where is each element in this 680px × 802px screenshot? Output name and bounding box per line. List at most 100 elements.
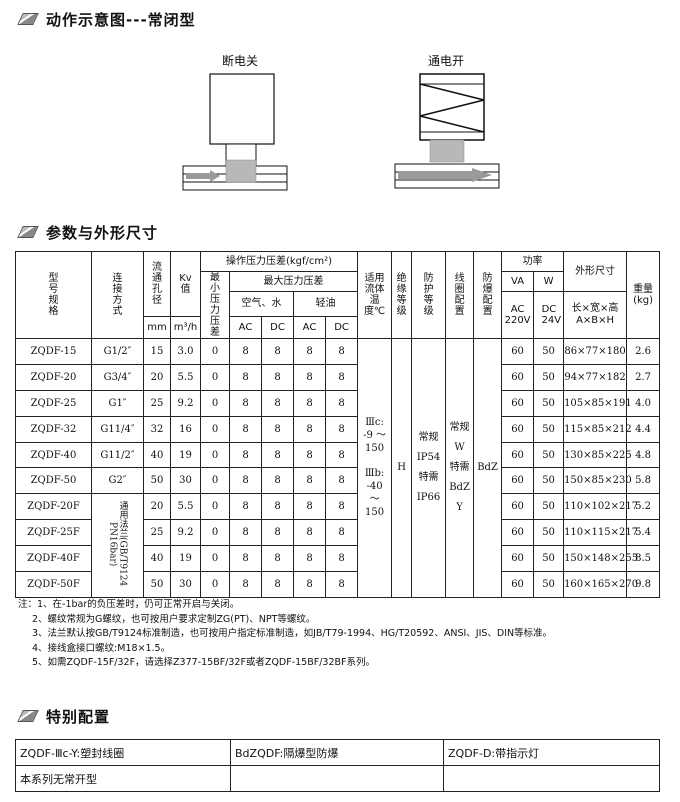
cell-bore: 40	[143, 545, 171, 573]
header-connection: 连接方式	[91, 251, 144, 339]
cell-dim: 150×148×255	[563, 545, 638, 573]
cell-bore: 25	[143, 519, 171, 547]
cell-kv: 16	[170, 415, 201, 443]
cell-kv: 5.5	[170, 363, 201, 391]
cell-model: ZQDF-50	[15, 467, 92, 495]
cell-w: 50	[533, 389, 565, 417]
label-power-on: 通电开	[427, 54, 464, 68]
cell-aw-ac: 8	[229, 571, 262, 598]
section-heading-params: 参数与外形尺寸	[17, 222, 158, 242]
protection-text: 常规 IP54 特需 IP66	[416, 431, 441, 503]
cell-wt: 4.0	[626, 389, 661, 417]
header-dim-sub: 长×宽×高 A×B×H	[563, 291, 628, 339]
cell-w: 50	[533, 493, 565, 521]
cell-flange-connection: 通用法兰(GB/T9124 PN16bar)	[91, 493, 144, 598]
cell-min: 0	[200, 493, 230, 521]
heading-mark-icon	[17, 710, 39, 722]
cell-aw-ac: 8	[229, 415, 262, 443]
header-ac220: AC 220V	[501, 291, 535, 339]
cell-aw-ac: 8	[229, 441, 262, 469]
cell-aw-ac: 8	[229, 363, 262, 391]
note-line: 2、螺纹常规为G螺纹，也可按用户要求定制ZG(PT)、NPT等螺纹。	[32, 613, 316, 625]
cell-kv: 3.0	[170, 338, 201, 365]
cell-va: 60	[501, 338, 535, 365]
cell-oil-dc: 8	[324, 441, 359, 469]
header-kv-unit: m³/h	[170, 316, 201, 339]
cell-oil-dc: 8	[324, 493, 359, 521]
cell-wt: 5.4	[626, 519, 661, 547]
config-cell: 本系列无常开型	[15, 765, 231, 792]
section-heading-diagram: 动作示意图---常闭型	[17, 9, 196, 29]
config-cell: ZQDF-D:带指示灯	[443, 739, 660, 766]
cell-wt: 2.6	[626, 338, 661, 365]
header-op-pressure: 操作压力压差(kgf/cm²)	[199, 251, 359, 272]
cell-bore: 25	[143, 389, 171, 417]
heading-mark-icon	[17, 226, 39, 238]
cell-bore: 15	[143, 338, 171, 365]
cell-oil-ac: 8	[293, 545, 326, 573]
cell-dim: 130×85×225	[563, 441, 632, 469]
cell-min: 0	[200, 363, 230, 391]
cell-min: 0	[200, 545, 230, 573]
cell-va: 60	[501, 441, 535, 469]
cell-bore: 20	[143, 363, 171, 391]
flange-connection-text: 通用法兰(GB/T9124 PN16bar)	[107, 501, 128, 587]
cell-wt: 4.8	[626, 441, 661, 469]
header-protection: 防护等级	[411, 251, 447, 339]
cell-oil-ac: 8	[293, 441, 326, 469]
header-dc24: DC 24V	[533, 291, 565, 339]
cell-model: ZQDF-25	[15, 389, 92, 417]
cell-aw-dc: 8	[261, 467, 294, 495]
cell-aw-dc: 8	[261, 389, 294, 417]
cell-oil-ac: 8	[293, 571, 326, 598]
header-oil-dc: DC	[324, 316, 359, 339]
cell-aw-dc: 8	[261, 493, 294, 521]
cell-bore: 20	[143, 493, 171, 521]
cell-oil-dc: 8	[324, 389, 359, 417]
cell-kv: 19	[170, 441, 201, 469]
temp-range-3c: Ⅲc: -9 ～ 150	[363, 417, 387, 455]
cell-w: 50	[533, 545, 565, 573]
cell-oil-dc: 8	[324, 415, 359, 443]
header-bore-unit: mm	[143, 316, 171, 339]
cell-oil-dc: 8	[324, 338, 359, 365]
cell-bore: 50	[143, 571, 171, 598]
header-min-pressure: 最小压力压差	[200, 271, 230, 339]
cell-oil-ac: 8	[293, 467, 326, 495]
cell-explosion: BdZ	[473, 338, 503, 598]
cell-aw-ac: 8	[229, 389, 262, 417]
header-coil: 线圈配置	[445, 251, 475, 339]
note-line: 注：1、在-1bar的负压差时，仍可正常开启与关闭。	[18, 599, 240, 610]
cell-oil-dc: 8	[324, 519, 359, 547]
cell-aw-dc: 8	[261, 363, 294, 391]
cell-dim: 115×85×212	[563, 415, 632, 443]
note-line: 3、法兰默认按GB/T9124标准制造，也可按用户指定标准制造，如JB/T79-…	[32, 628, 553, 640]
header-model: 型号规格	[15, 251, 92, 339]
cell-oil-ac: 8	[293, 415, 326, 443]
header-power: 功率	[501, 251, 565, 272]
cell-model: ZQDF-20F	[15, 493, 92, 521]
header-dimensions: 外形尺寸	[563, 251, 628, 292]
cell-oil-dc: 8	[324, 571, 359, 598]
cell-min: 0	[200, 467, 230, 495]
cell-aw-dc: 8	[261, 519, 294, 547]
cell-w: 50	[533, 441, 565, 469]
cell-kv: 5.5	[170, 493, 201, 521]
cell-aw-ac: 8	[229, 338, 262, 365]
cell-wt: 5.2	[626, 493, 661, 521]
config-cell	[230, 765, 444, 792]
label-power-off: 断电关	[221, 54, 258, 68]
cell-connection: G11/2″	[91, 441, 144, 469]
cell-w: 50	[533, 571, 565, 598]
cell-dim: 110×115×217	[563, 519, 638, 547]
section-heading-special: 特别配置	[17, 706, 110, 726]
header-va: VA	[501, 271, 535, 292]
cell-va: 60	[501, 415, 535, 443]
cell-oil-ac: 8	[293, 363, 326, 391]
